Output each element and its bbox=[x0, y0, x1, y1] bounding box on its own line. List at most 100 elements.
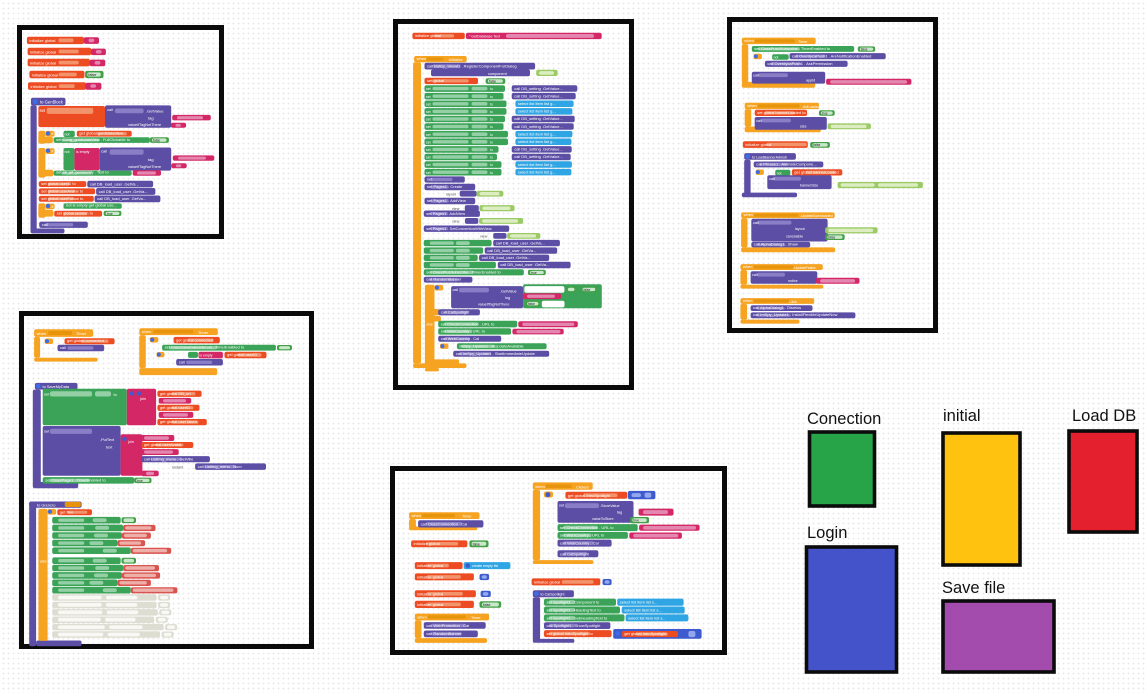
svg-text:initialize global: initialize global bbox=[414, 541, 440, 546]
svg-text:.GetValue: .GetValue bbox=[146, 109, 164, 114]
svg-text:when: when bbox=[743, 264, 753, 269]
svg-text:join: join bbox=[139, 397, 146, 401]
svg-text:select list item list g...: select list item list g... bbox=[518, 101, 556, 106]
svg-text:if: if bbox=[52, 150, 55, 154]
svg-text:true: true bbox=[137, 479, 143, 483]
svg-text:valueIfTagNotThere: valueIfTagNotThere bbox=[128, 165, 161, 169]
svg-text:.AdLoaded: .AdLoaded bbox=[802, 105, 820, 109]
svg-text:call DB_setting .GetValue...: call DB_setting .GetValue... bbox=[514, 154, 563, 159]
svg-text:call DB_load_user .GetVa...: call DB_load_user .GetVa... bbox=[482, 255, 531, 260]
svg-text:tag: tag bbox=[148, 116, 154, 121]
svg-text:call WebPromotion . Cal: call WebPromotion . Cal bbox=[426, 623, 469, 628]
svg-text:.StoreValue: .StoreValue bbox=[600, 504, 620, 508]
svg-text:when: when bbox=[535, 484, 545, 489]
svg-text:valueToStore: valueToStore bbox=[592, 517, 614, 521]
svg-text:set: set bbox=[426, 163, 431, 167]
svg-text:else: else bbox=[427, 323, 433, 327]
svg-text:get global IntroSpotlight: get global IntroSpotlight bbox=[624, 631, 667, 636]
svg-text:.Timer: .Timer bbox=[75, 331, 87, 336]
svg-text:select list item list g...: select list item list g... bbox=[518, 131, 556, 136]
svg-text:is empty: is empty bbox=[200, 354, 213, 358]
svg-text:if: if bbox=[52, 132, 55, 136]
svg-text:initialize global: initialize global bbox=[31, 84, 57, 89]
svg-text:.UpdateFailed: .UpdateFailed bbox=[793, 266, 815, 270]
svg-text:call: call bbox=[101, 149, 107, 154]
svg-text:call DB_load_user .GetVa...: call DB_load_user .GetVa... bbox=[99, 189, 148, 194]
svg-text:get global bannerLoaded: get global bannerLoaded bbox=[794, 170, 838, 175]
svg-text:to: to bbox=[490, 133, 493, 137]
svg-text:select list item list s...: select list item list s... bbox=[624, 608, 662, 613]
svg-text:.GetValue: .GetValue bbox=[500, 290, 517, 294]
svg-text:tag: tag bbox=[617, 511, 622, 515]
svg-text:false: false bbox=[153, 139, 160, 143]
svg-text:set all_gif_genmently . Text t: set all_gif_genmently . Text to bbox=[56, 170, 109, 175]
svg-text:to GenBlock: to GenBlock bbox=[40, 99, 64, 104]
svg-text:false: false bbox=[483, 603, 490, 607]
svg-text:false: false bbox=[813, 143, 820, 147]
svg-text:when: when bbox=[142, 329, 152, 334]
svg-text:when: when bbox=[744, 38, 754, 43]
svg-text:view: view bbox=[452, 220, 460, 224]
svg-text:call CalSpotlight: call CalSpotlight bbox=[441, 309, 471, 314]
svg-text:initialize global: initialize global bbox=[30, 49, 56, 54]
svg-text:.UpdateDownloaded: .UpdateDownloaded bbox=[800, 214, 833, 218]
svg-text:component: component bbox=[488, 72, 508, 76]
svg-text:set Pages1 . SetConvertionWith: set Pages1 . SetConvertionWithView bbox=[426, 226, 491, 231]
svg-text:call Phrase1 . AnimateCompone.: call Phrase1 . AnimateCompone... bbox=[756, 161, 816, 166]
svg-text:set: set bbox=[426, 171, 431, 175]
svg-text:bannerSize: bannerSize bbox=[800, 184, 818, 188]
svg-text:when: when bbox=[417, 56, 427, 61]
svg-text:get global userID: get global userID bbox=[227, 352, 257, 357]
svg-text:to: to bbox=[114, 392, 118, 397]
svg-text:instant: instant bbox=[172, 466, 184, 470]
svg-text:not is empty get global use...: not is empty get global use... bbox=[66, 203, 117, 208]
svg-text:call OverdycaPush1 . AreNotifi: call OverdycaPush1 . AreNotificationEnab… bbox=[792, 53, 871, 58]
svg-text:call DB_load_user .GetVa...: call DB_load_user .GetVa... bbox=[500, 262, 549, 267]
svg-text:when: when bbox=[412, 513, 422, 518]
svg-text:false: false bbox=[861, 48, 868, 52]
svg-text:set CheckConnection . URL to: set CheckConnection . URL to bbox=[441, 321, 495, 326]
svg-text:to Grencro: to Grencro bbox=[37, 502, 55, 507]
svg-text:to: to bbox=[490, 163, 493, 167]
svg-text:valueIfTagNotThere: valueIfTagNotThere bbox=[128, 123, 161, 127]
svg-text:call WebCountry . Cal: call WebCountry . Cal bbox=[441, 336, 480, 341]
svg-text:set: set bbox=[44, 429, 50, 434]
svg-text:initialize global: initialize global bbox=[417, 574, 443, 579]
svg-text:call ClassConnection . Cal: call ClassConnection . Cal bbox=[421, 522, 468, 527]
svg-text:Save file: Save file bbox=[942, 579, 1005, 597]
svg-text:set: set bbox=[427, 177, 433, 182]
svg-text:call ListImg_menu . GetVille: call ListImg_menu . GetVille bbox=[144, 456, 194, 461]
svg-text:select list item list g...: select list item list g... bbox=[518, 169, 556, 174]
svg-text:call DB_setting .GetValue...: call DB_setting .GetValue... bbox=[514, 124, 563, 129]
svg-text:.PutText: .PutText bbox=[100, 437, 115, 442]
svg-text:set: set bbox=[426, 125, 431, 129]
svg-text:initialize global: initialize global bbox=[417, 563, 443, 568]
svg-text:layout: layout bbox=[446, 192, 456, 196]
svg-text:set global bannerLoaded to: set global bannerLoaded to bbox=[757, 110, 806, 115]
svg-text:Login: Login bbox=[807, 524, 847, 542]
svg-text:.Initialize: .Initialize bbox=[448, 58, 463, 62]
svg-text:call: call bbox=[756, 119, 762, 123]
svg-text:log: log bbox=[505, 296, 510, 300]
svg-text:call DB_setting .GetValue...: call DB_setting .GetValue... bbox=[514, 147, 563, 152]
svg-text:get global userAvatar: get global userAvatar bbox=[144, 442, 182, 447]
svg-text:call: call bbox=[753, 221, 759, 225]
svg-text:to: to bbox=[490, 156, 493, 160]
svg-text:when: when bbox=[744, 212, 754, 217]
svg-text:to: to bbox=[490, 87, 493, 91]
svg-text:appId: appId bbox=[806, 79, 815, 83]
svg-text:.Clicked: .Clicked bbox=[575, 485, 589, 489]
svg-text:false: false bbox=[489, 79, 496, 83]
svg-text:call Batisy_Showl1 . RegisterC: call Batisy_Showl1 . RegisterComponentFo… bbox=[427, 64, 517, 69]
svg-text:set: set bbox=[426, 110, 431, 114]
svg-text:ImSpy_Update1 . IsUpdateAvaila: ImSpy_Update1 . IsUpdateAvailable bbox=[459, 343, 524, 348]
svg-text:call: call bbox=[107, 107, 113, 112]
svg-text:to CalSpotlight: to CalSpotlight bbox=[541, 593, 565, 597]
svg-text:true: true bbox=[822, 112, 828, 116]
svg-text:not: not bbox=[777, 171, 782, 175]
svg-text:call DB_load_user .GetVa...: call DB_load_user .GetVa... bbox=[97, 196, 146, 201]
svg-text:set: set bbox=[44, 391, 50, 396]
svg-text:get global connected: get global connected bbox=[176, 337, 213, 342]
svg-text:cancelable: cancelable bbox=[786, 235, 803, 239]
svg-text:call DB_setting .GetValue...: call DB_setting .GetValue... bbox=[514, 93, 563, 98]
